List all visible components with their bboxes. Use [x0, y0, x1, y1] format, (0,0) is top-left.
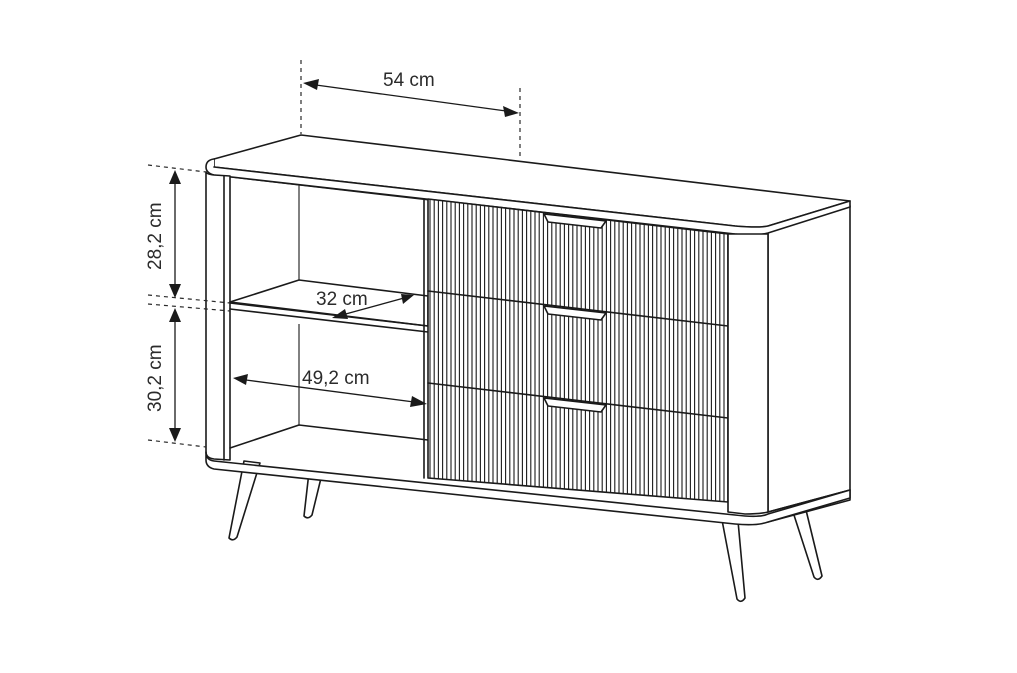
dimension-shelf-depth: 32 cm [316, 289, 414, 319]
label-inner-width: 49,2 cm [302, 368, 370, 389]
dimension-inner-width: 49,2 cm [233, 368, 427, 407]
label-lower-height: 30,2 cm [145, 344, 166, 412]
leg-front-right [721, 519, 746, 603]
drawer-front [427, 198, 729, 503]
drawer-divider-2 [427, 382, 729, 419]
label-shelf-depth: 32 cm [316, 289, 368, 310]
dimension-lower-height: 30,2 cm [145, 303, 231, 448]
leg-back-left [303, 471, 323, 519]
drawer-divider-1 [427, 290, 729, 327]
bottom-panel [205, 451, 851, 526]
dimension-upper-height: 28,2 cm [145, 164, 231, 304]
label-upper-height: 28,2 cm [145, 202, 166, 270]
right-rounded-corner [727, 233, 769, 515]
handle-drawer-2 [543, 305, 607, 321]
handle-drawer-3 [543, 397, 607, 413]
drawer-handles [543, 213, 607, 413]
open-compartment [205, 171, 429, 479]
dimension-depth: 54 cm [300, 60, 521, 160]
leg-front-left [228, 460, 261, 541]
handle-drawer-1 [543, 213, 607, 229]
legs [228, 460, 823, 603]
right-side-panel [767, 205, 851, 523]
leg-back-right [792, 509, 823, 581]
label-depth: 54 cm [383, 70, 435, 91]
